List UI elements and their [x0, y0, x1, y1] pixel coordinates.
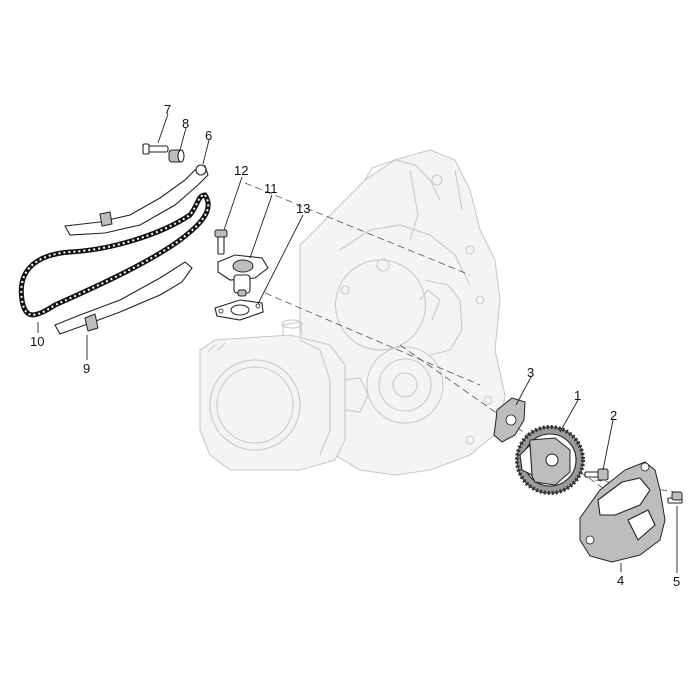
callout-11: 11: [264, 181, 278, 196]
pump-screw: [584, 468, 609, 481]
tensioner-gasket: [214, 299, 264, 321]
pump-gasket: [493, 397, 526, 443]
callout-10: 10: [30, 334, 44, 349]
timing-chain: [18, 192, 211, 318]
chain-guide-upper: [64, 164, 209, 236]
callout-2: 2: [610, 408, 617, 423]
callout-labels: 1 2 3 4 5 6 7 8 9 10 11 12 13: [30, 102, 680, 589]
callout-12: 12: [234, 163, 248, 178]
engine-crankcase-ghost: [199, 149, 506, 476]
callout-4: 4: [617, 573, 624, 588]
callout-leaders: [37, 113, 678, 573]
chain-guide-lower: [54, 261, 193, 335]
callout-13: 13: [296, 201, 310, 216]
callout-7: 7: [164, 102, 171, 117]
callout-1: 1: [574, 388, 581, 403]
callout-9: 9: [83, 361, 90, 376]
tensioner-screw: [214, 229, 228, 255]
chain-tensioner: [217, 254, 269, 297]
callout-6: 6: [205, 128, 212, 143]
guide-screw: [142, 143, 169, 155]
cover-screw: [667, 491, 683, 504]
pump-cover: [579, 461, 666, 563]
callout-3: 3: [527, 365, 534, 380]
guide-bushing: [168, 149, 185, 163]
oil-pump-gear: [515, 425, 585, 495]
callout-5: 5: [673, 574, 680, 589]
callout-8: 8: [182, 116, 189, 131]
